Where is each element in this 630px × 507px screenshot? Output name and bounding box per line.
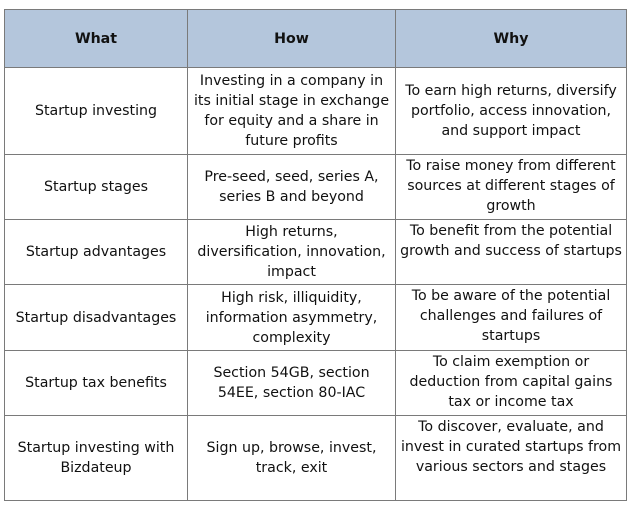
cell-what: Startup investing with Bizdateup (4, 415, 188, 501)
cell-why: To benefit from the potential growth and… (395, 219, 627, 286)
table-body: Startup investing Investing in a company… (4, 67, 627, 501)
header-why: Why (395, 9, 627, 68)
cell-what: Startup disadvantages (4, 284, 188, 351)
header-how: How (187, 9, 396, 68)
cell-how: Sign up, browse, invest, track, exit (187, 415, 396, 501)
cell-why: To earn high returns, diversify portfoli… (395, 67, 627, 155)
cell-what: Startup advantages (4, 219, 188, 286)
cell-what: Startup investing (4, 67, 188, 155)
table-row: Startup stages Pre-seed, seed, series A,… (4, 153, 627, 221)
cell-why: To discover, evaluate, and invest in cur… (395, 415, 627, 501)
info-table: What How Why Startup investing Investing… (4, 9, 627, 501)
header-row: What How Why (4, 9, 627, 68)
cell-how: Section 54GB, section 54EE, section 80-I… (187, 349, 396, 417)
cell-what: Startup stages (4, 153, 188, 221)
table-row: Startup tax benefits Section 54GB, secti… (4, 349, 627, 417)
table-row: Startup investing with Bizdateup Sign up… (4, 415, 627, 501)
table-row: Startup advantages High returns, diversi… (4, 219, 627, 286)
table-header: What How Why (4, 9, 627, 68)
table-row: Startup disadvantages High risk, illiqui… (4, 284, 627, 351)
cell-why: To claim exemption or deduction from cap… (395, 349, 627, 417)
table-row: Startup investing Investing in a company… (4, 67, 627, 155)
cell-why: To raise money from different sources at… (395, 153, 627, 221)
cell-how: High risk, illiquidity, information asym… (187, 284, 396, 351)
cell-how: Investing in a company in its initial st… (187, 67, 396, 155)
cell-how: Pre-seed, seed, series A, series B and b… (187, 153, 396, 221)
cell-how: High returns, diversification, innovatio… (187, 219, 396, 286)
cell-what: Startup tax benefits (4, 349, 188, 417)
header-what: What (4, 9, 188, 68)
cell-why: To be aware of the potential challenges … (395, 284, 627, 351)
